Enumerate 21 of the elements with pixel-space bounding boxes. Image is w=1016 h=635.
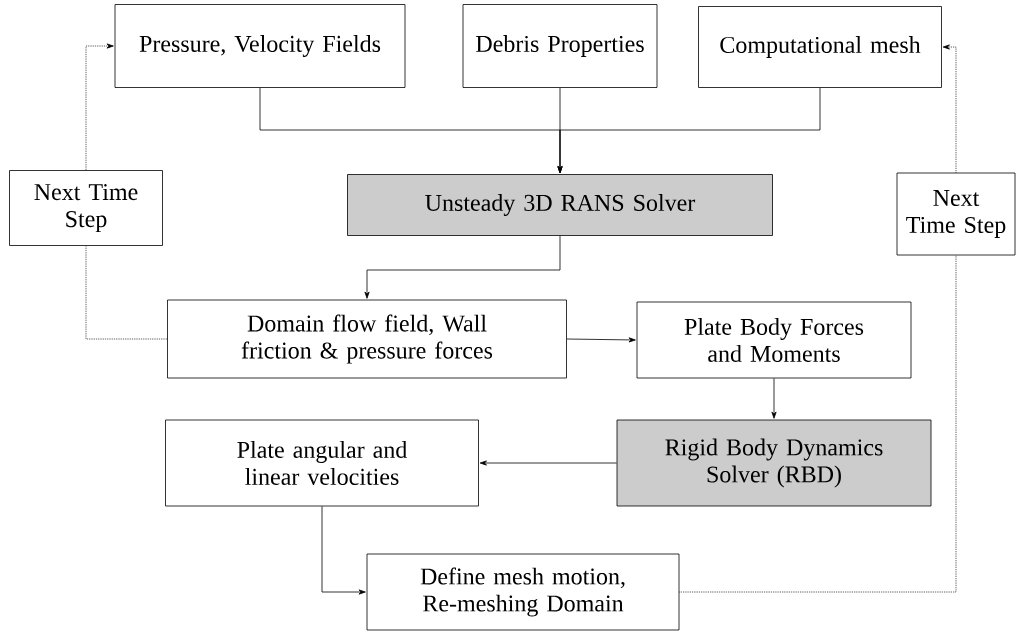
- arrow: [942, 44, 957, 173]
- connector-line: [85, 245, 168, 340]
- arrow: [85, 43, 114, 171]
- process-box: Domain flow field, Wall friction & pressure forces: [167, 299, 567, 379]
- process-box: Computational mesh: [698, 6, 942, 88]
- connector-line: [679, 255, 957, 593]
- process-box: Next Time Step: [9, 170, 163, 246]
- process-box: Unsteady 3D RANS Solver: [347, 174, 773, 236]
- arrow: [557, 87, 821, 174]
- process-box: Plate angular and linear velocities: [165, 419, 479, 507]
- process-box: Pressure, Velocity Fields: [114, 4, 406, 88]
- arrow: [566, 337, 636, 343]
- process-box: Next Time Step: [896, 172, 1016, 256]
- arrow: [479, 460, 617, 466]
- process-box: Debris Properties: [462, 4, 658, 88]
- arrow: [771, 378, 777, 419]
- process-box: Rigid Body Dynamics Solver (RBD): [616, 419, 932, 507]
- arrow: [321, 506, 366, 595]
- process-box: Plate Body Forces and Moments: [636, 301, 912, 379]
- process-box: Define mesh motion, Re-meshing Domain: [366, 553, 680, 631]
- arrow: [364, 235, 561, 299]
